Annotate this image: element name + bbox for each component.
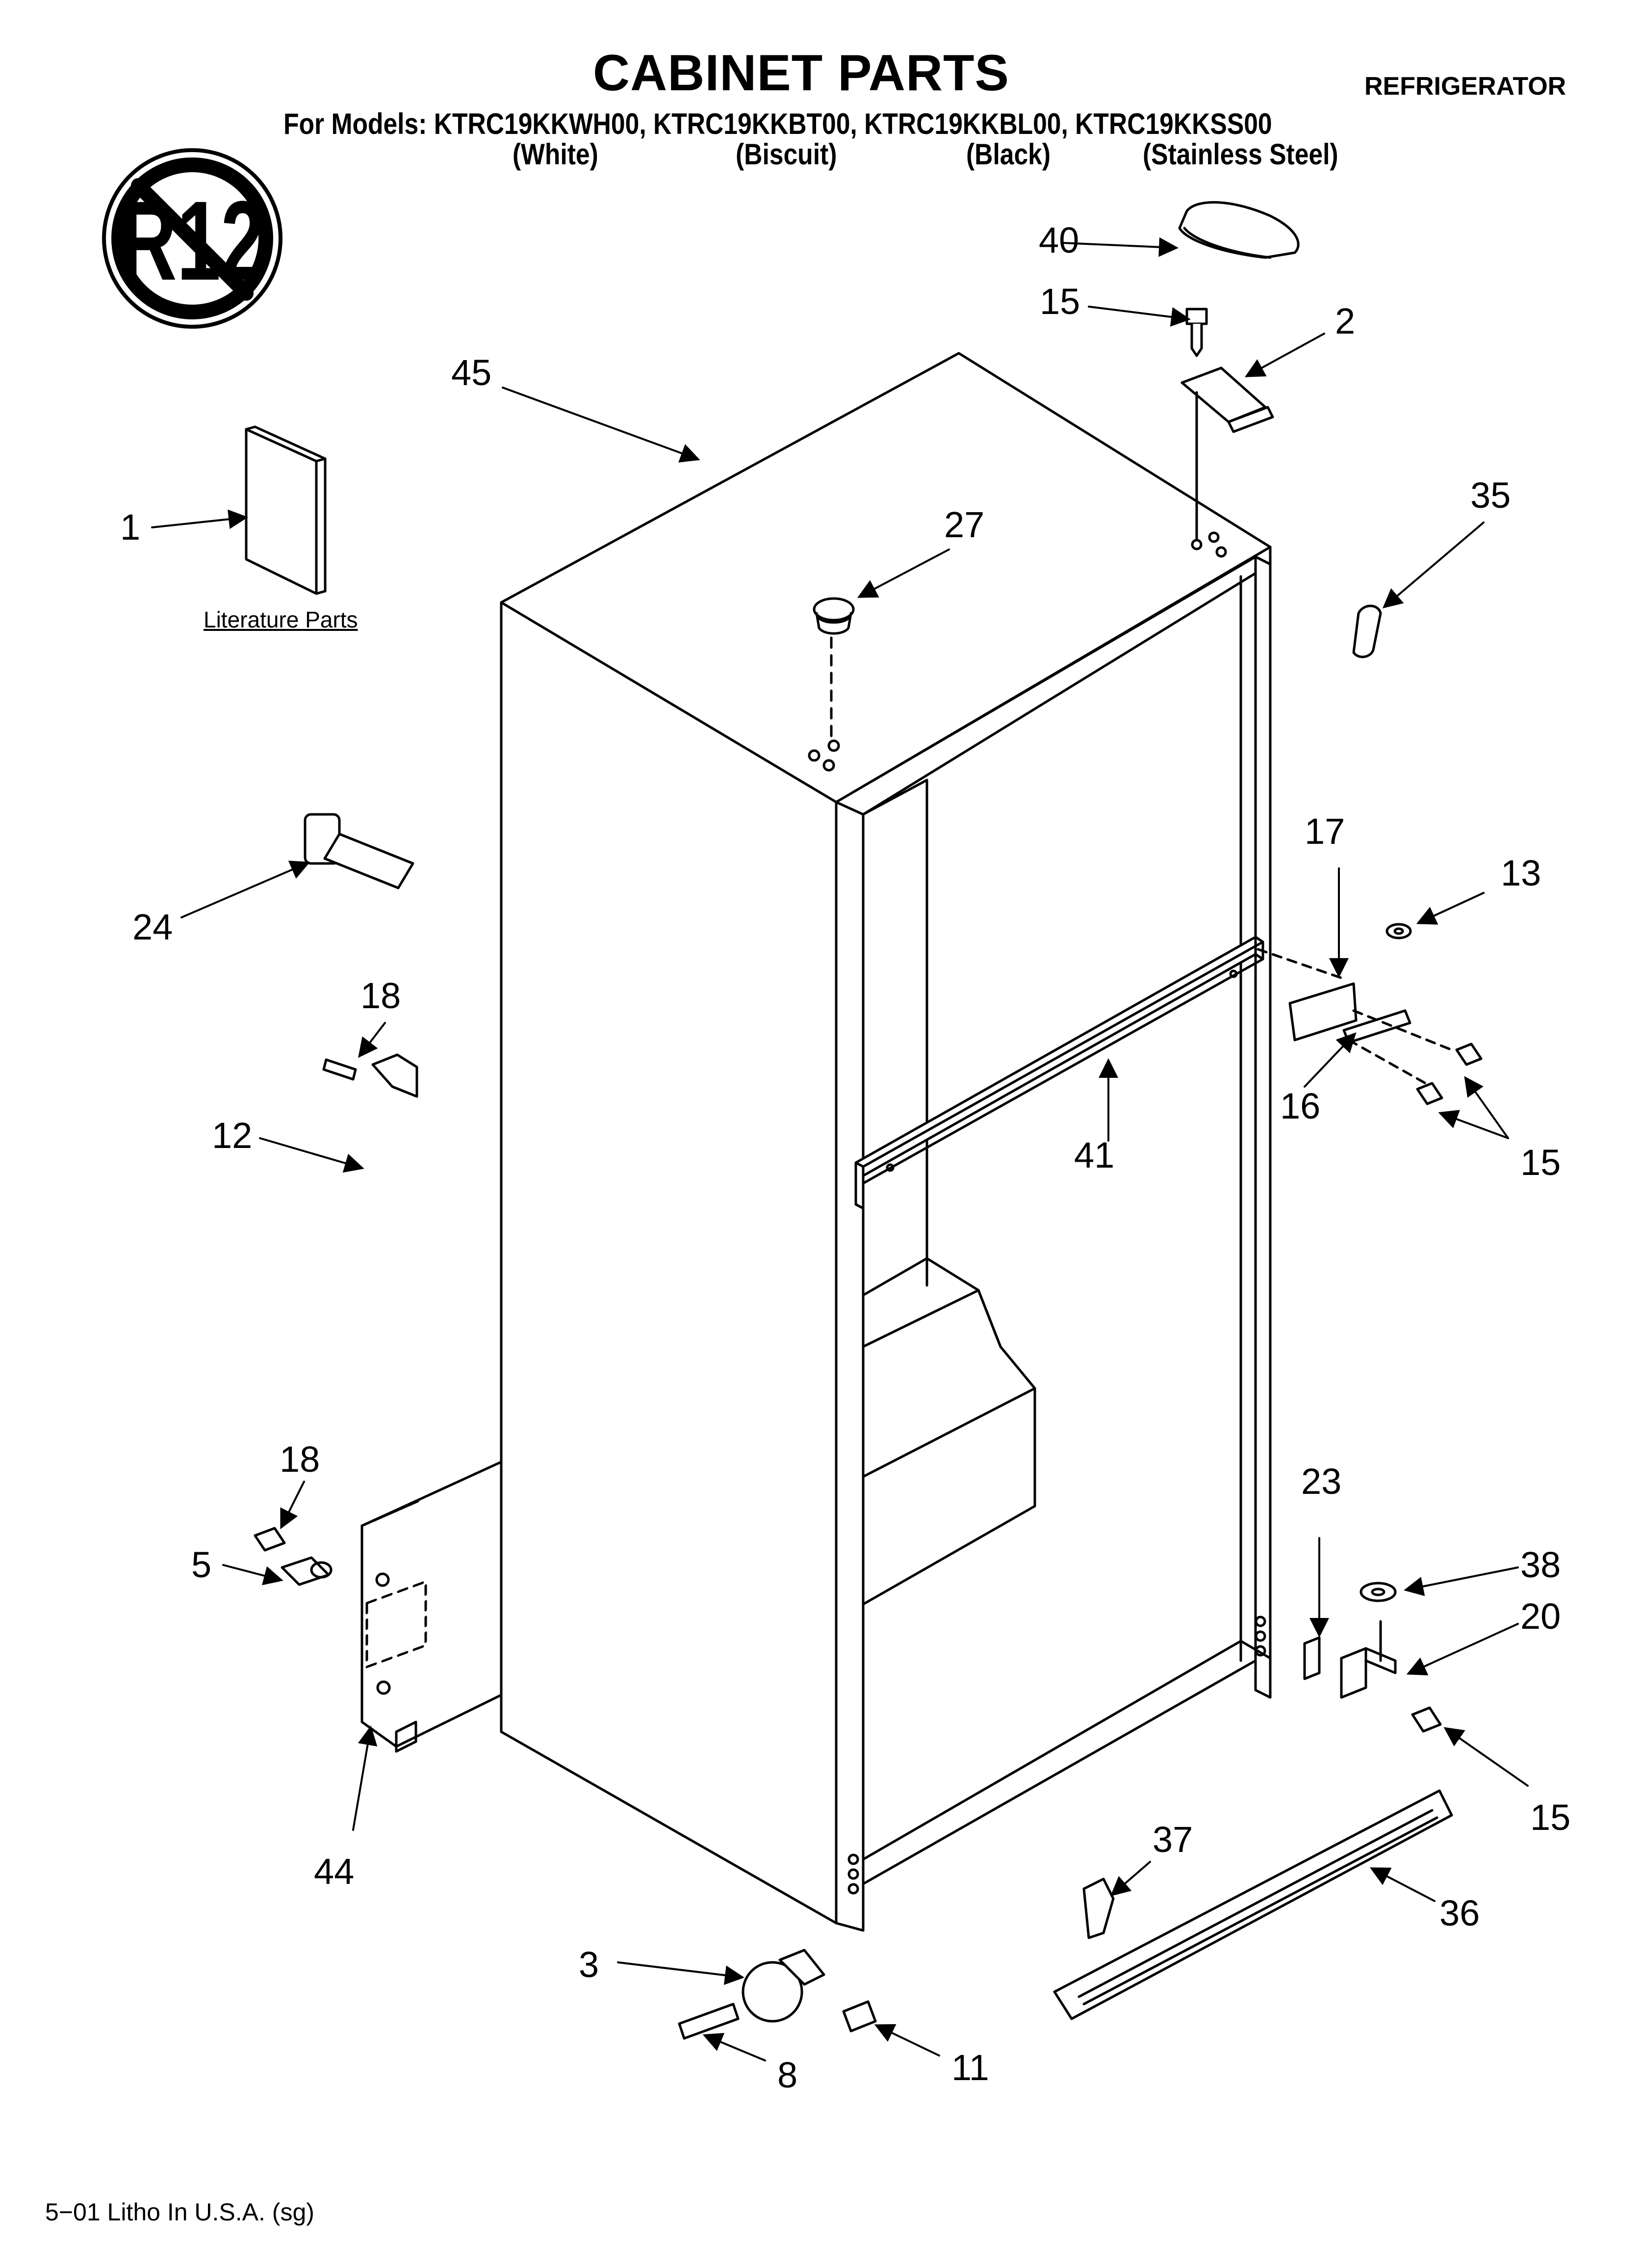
callout-23: 23 [1301, 1461, 1341, 1502]
center-hinge-washer [1385, 923, 1412, 939]
grille-clip [1082, 1877, 1115, 1939]
callout-40: 40 [1039, 220, 1079, 261]
footer-print-code: 5−01 Litho In U.S.A. (sg) [45, 2198, 314, 2226]
literature-booklet [245, 425, 327, 595]
callout-5: 5 [191, 1544, 211, 1585]
color-biscuit: (Biscuit) [736, 138, 837, 171]
callout-15: 15 [1520, 1142, 1561, 1183]
callout-17: 17 [1305, 811, 1345, 852]
clamp-screw [254, 1527, 286, 1552]
callout-3: 3 [579, 1944, 599, 1985]
callout-41: 41 [1074, 1135, 1114, 1175]
model-list: For Models: KTRC19KKWH00, KTRC19KKBT00, … [283, 107, 1272, 140]
callout-15: 15 [1040, 281, 1080, 322]
callout-15: 15 [1530, 1797, 1570, 1838]
callout-18: 18 [280, 1439, 320, 1480]
callout-45: 45 [451, 352, 491, 393]
callout-20: 20 [1520, 1596, 1561, 1637]
screw-bottom-hinge [1411, 1706, 1442, 1733]
leveling-screw-left [304, 813, 414, 889]
literature-parts-label: Literature Parts [204, 607, 358, 632]
screw-top-hinge [1185, 308, 1208, 357]
bottom-hinge-washer [1360, 1582, 1397, 1602]
screws-center-hinge [1416, 1043, 1483, 1105]
callout-18: 18 [360, 975, 401, 1016]
callout-12: 12 [212, 1115, 252, 1156]
bottom-hinge [1340, 1620, 1397, 1699]
color-black: (Black) [966, 138, 1051, 171]
callout-35: 35 [1470, 475, 1511, 516]
callout-27: 27 [944, 504, 984, 545]
callout-36: 36 [1439, 1893, 1480, 1933]
top-hinge [1180, 366, 1274, 541]
callout-37: 37 [1153, 1819, 1193, 1860]
roller-screw [842, 2000, 877, 2033]
callout-1: 1 [120, 507, 140, 547]
callout-38: 38 [1520, 1544, 1561, 1585]
refrigerator-cabinet [500, 352, 1272, 1932]
mullion-rail [854, 936, 1264, 1210]
callout-16: 16 [1280, 1086, 1320, 1126]
appliance-type: REFRIGERATOR [1364, 72, 1566, 101]
toe-grille [1053, 1789, 1453, 2020]
color-white: (White) [513, 138, 598, 171]
color-stainless: (Stainless Steel) [1143, 138, 1338, 171]
no-r12-logo: R12 [102, 148, 282, 329]
rear-bracket-panel [360, 1460, 503, 1753]
callout-2: 2 [1335, 301, 1355, 341]
plug-button [813, 597, 855, 737]
page-title: CABINET PARTS [593, 45, 1009, 102]
callout-numbers: 1 40 15 2 45 27 35 24 18 12 17 13 16 15 … [120, 220, 1570, 2095]
shim-plate [1303, 1636, 1321, 1680]
callout-8: 8 [777, 2055, 797, 2095]
roller-axle-pin [678, 2003, 740, 2040]
leveling-roller [742, 1949, 825, 2023]
callout-44: 44 [314, 1851, 354, 1892]
door-stop-bracket [322, 1053, 418, 1098]
center-hinge [1257, 948, 1453, 1086]
callout-13: 13 [1501, 853, 1541, 893]
hinge-cover [1178, 201, 1300, 259]
wire-clamp [281, 1556, 333, 1586]
hinge-cap [1352, 604, 1382, 658]
callout-24: 24 [132, 907, 173, 947]
leader-arrows [151, 237, 1529, 2061]
callout-11: 11 [951, 2047, 989, 2088]
